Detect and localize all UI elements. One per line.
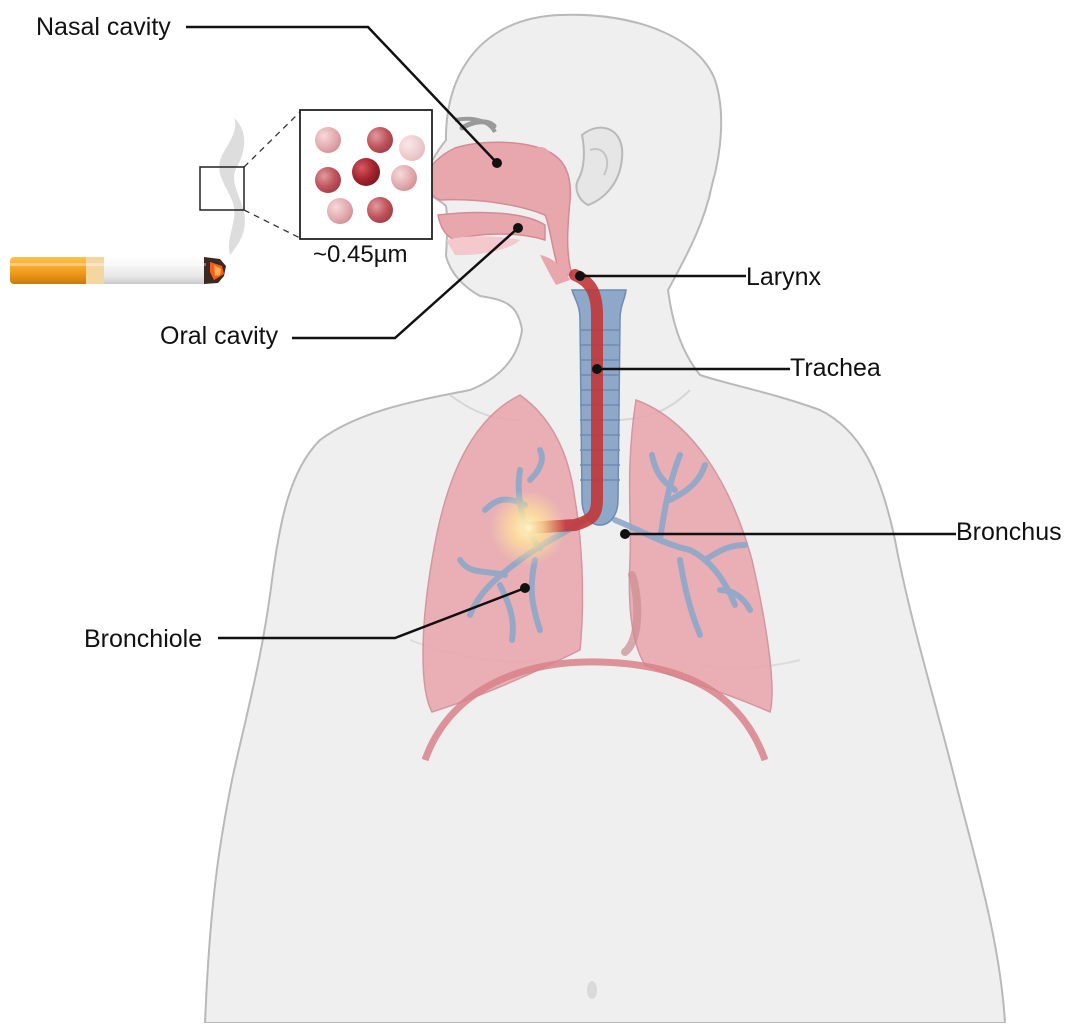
label-trachea: Trachea: [790, 356, 881, 381]
particle-icon: [315, 167, 341, 193]
label-bronchiole: Bronchiole: [84, 627, 202, 652]
label-larynx: Larynx: [746, 265, 821, 290]
particle-icon: [367, 127, 393, 153]
label-bronchus: Bronchus: [956, 520, 1062, 545]
dot-bronchiole: [520, 583, 530, 593]
particle-icon: [327, 198, 353, 224]
particle-icon: [352, 158, 380, 186]
dot-bronchus: [620, 529, 630, 539]
dot-larynx: [575, 271, 585, 281]
label-oral-cavity: Oral cavity: [160, 324, 278, 349]
deposition-glow: [490, 490, 566, 566]
particle-icon: [391, 165, 417, 191]
particle-icon: [315, 127, 341, 153]
dot-nasal-cavity: [492, 158, 502, 168]
dot-oral-cavity: [513, 223, 523, 233]
particle-icon: [367, 197, 393, 223]
label-nasal-cavity: Nasal cavity: [36, 15, 171, 40]
dot-trachea: [592, 364, 602, 374]
cigarette-icon: [10, 257, 226, 284]
label-particle-size: ~0.45µm: [313, 243, 408, 267]
smoke-icon: [219, 118, 245, 255]
particle-icon: [399, 135, 425, 161]
